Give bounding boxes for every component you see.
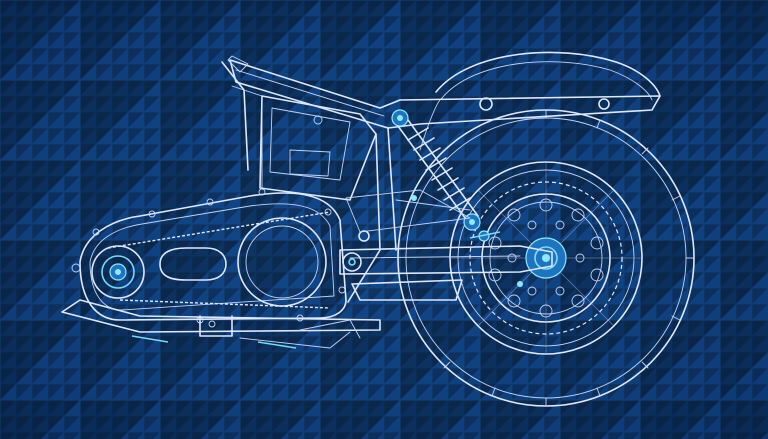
drive-belt-top <box>107 211 331 249</box>
accent-details <box>411 195 523 287</box>
inspection-slot <box>159 247 227 281</box>
rear-sprocket <box>469 181 623 335</box>
drive-belt-bottom <box>119 299 331 309</box>
tire-tread <box>443 109 695 407</box>
hub-bearing <box>534 246 558 270</box>
exhaust-heel-guard <box>61 299 381 333</box>
front-pulley-hub <box>101 255 135 289</box>
frame-body <box>259 95 471 303</box>
lower-brackets <box>61 299 381 349</box>
rear-wheel <box>397 109 695 407</box>
upper-frame <box>221 55 661 189</box>
axle-center <box>542 254 550 262</box>
footpeg-mount <box>199 315 233 337</box>
shock-spring <box>407 127 471 211</box>
primary-drive-cover <box>71 188 347 324</box>
battery-box <box>289 149 331 177</box>
swingarm-pivot <box>342 252 362 272</box>
swingarm <box>339 189 553 301</box>
